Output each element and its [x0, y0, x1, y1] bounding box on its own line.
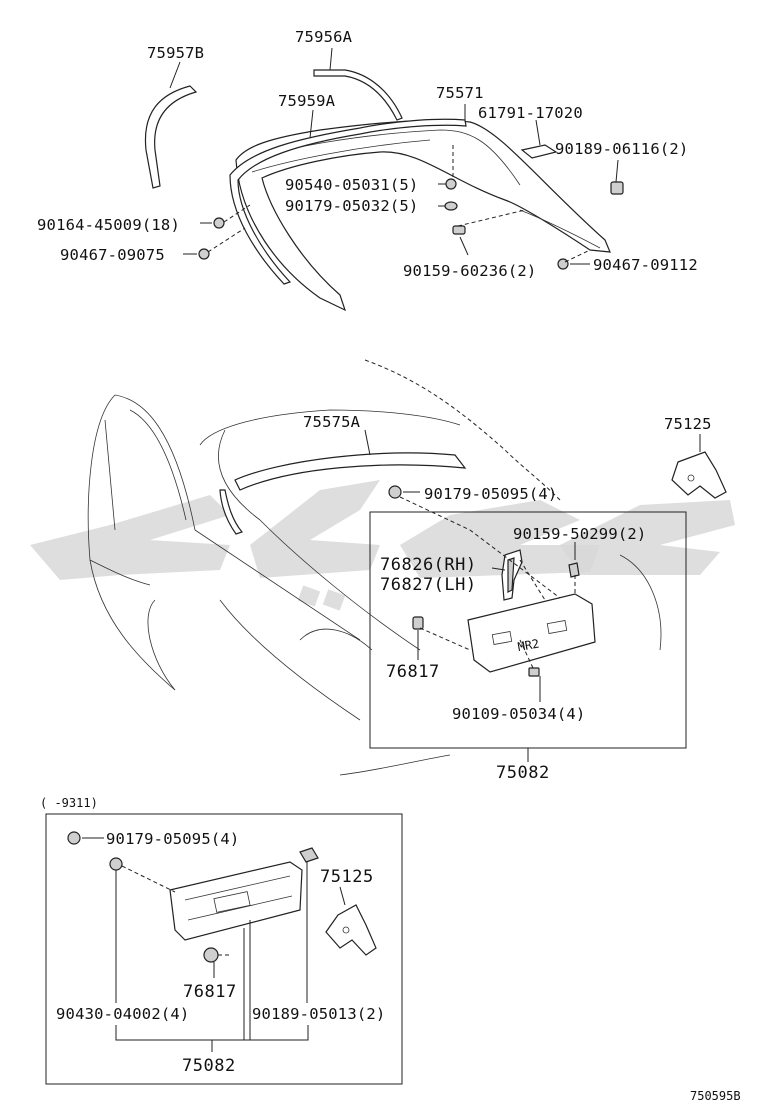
label-75957b: 75957B [147, 44, 204, 62]
label-90430-04002: 90430-04002(4) [56, 1005, 189, 1023]
label-75956a: 75956A [295, 28, 353, 46]
label-75959a: 75959A [278, 92, 336, 110]
label-90164-45009: 90164-45009(18) [37, 216, 180, 234]
label-90179-05095-low: 90179-05095(4) [106, 830, 239, 848]
label-75082-low: 75082 [182, 1056, 236, 1076]
label-61791-17020: 61791-17020 [478, 104, 583, 122]
label-75125-mid: 75125 [664, 415, 712, 433]
inset-box [45, 813, 403, 1085]
label-76826-rh: 76826(RH) [380, 555, 477, 575]
label-90467-09075: 90467-09075 [60, 246, 165, 264]
label-90179-05032: 90179-05032(5) [285, 197, 418, 215]
label-90179-05095-mid: 90179-05095(4) [424, 485, 557, 503]
label-75571: 75571 [436, 84, 484, 102]
label-75125-low: 75125 [320, 867, 374, 887]
emblem-text: MR2 [517, 637, 541, 655]
range-note: ( -9311) [40, 796, 98, 810]
label-90540-05031: 90540-05031(5) [285, 176, 418, 194]
label-75575a: 75575A [303, 413, 361, 431]
car-body-illustration [87, 359, 727, 776]
label-90189-05013: 90189-05013(2) [252, 1005, 385, 1023]
watermark-logo [30, 480, 735, 611]
label-90189-06116: 90189-06116(2) [555, 140, 688, 158]
spoiler-assembly [144, 47, 624, 312]
label-76817-low: 76817 [183, 982, 237, 1002]
label-75082-mid: 75082 [496, 763, 550, 783]
label-76827-lh: 76827(LH) [380, 575, 477, 595]
figure-id: 750595B [690, 1089, 741, 1103]
label-90467-09112: 90467-09112 [593, 256, 698, 274]
label-90159-60236: 90159-60236(2) [403, 262, 536, 280]
label-90159-50299: 90159-50299(2) [513, 525, 646, 543]
label-90109-05034: 90109-05034(4) [452, 705, 585, 723]
label-76817-mid: 76817 [386, 662, 440, 682]
